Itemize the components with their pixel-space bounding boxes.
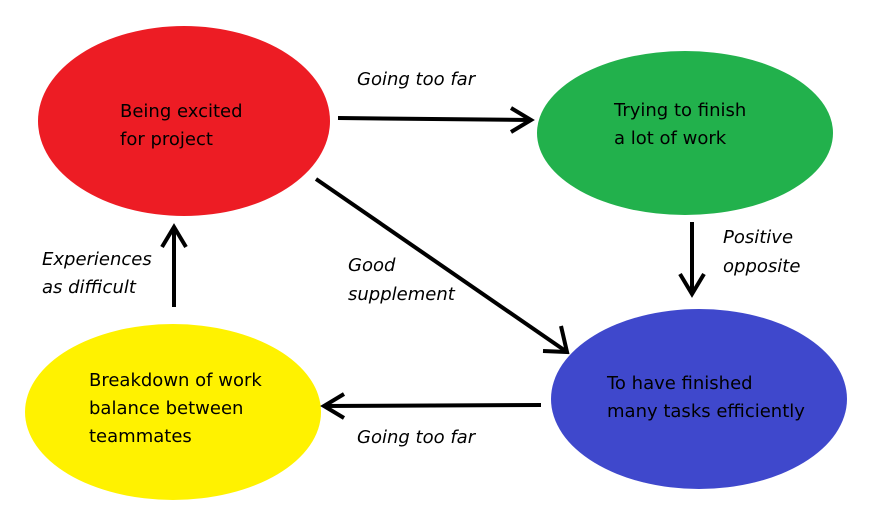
node-trying-to-finish-line-2: a lot of work: [614, 128, 727, 149]
node-breakdown-of-work-line-2: balance between: [89, 398, 243, 419]
node-finished-many-tasks-line-1: To have finished: [606, 373, 753, 394]
node-breakdown-of-work-line-1: Breakdown of work: [89, 370, 262, 391]
arrow-excited-to-finish-shaft: [337, 116, 532, 122]
edge-label-finish-to-finished-line-1: Positive: [723, 227, 793, 248]
arrow-finish-to-finished: [678, 222, 706, 298]
arrow-finish-to-finished-head: [678, 272, 706, 298]
edge-label-excited-to-finish-line-1: Going too far: [357, 69, 477, 90]
node-breakdown-of-work-shape: [25, 324, 321, 500]
svg-text:Trying to finish a lot o: Trying to finish a lot of work: [613, 100, 752, 149]
arrow-excited-to-finish-head: [509, 106, 535, 134]
edge-label-excited-to-finish: Going too far: [357, 69, 477, 90]
node-finished-many-tasks-shape: [551, 309, 847, 489]
edge-label-finish-to-finished-line-2: opposite: [723, 256, 800, 277]
edge-label-breakdown-to-excited-line-2: as difficult: [42, 277, 137, 298]
node-breakdown-of-work-line-3: teammates: [89, 426, 192, 447]
node-trying-to-finish: Trying to finish a lot of work: [537, 51, 833, 215]
node-trying-to-finish-line-1: Trying to finish: [613, 100, 746, 121]
node-being-excited-line-2: for project: [120, 129, 213, 150]
node-being-excited: Being excited for project: [38, 26, 330, 216]
arrow-excited-to-finish: [337, 106, 535, 134]
node-being-excited-line-1: Being excited: [120, 101, 243, 122]
arrow-finished-to-breakdown-head: [320, 392, 346, 420]
edge-label-breakdown-to-excited-line-1: Experiences: [42, 249, 152, 270]
edge-label-finished-to-breakdown: Going too far: [357, 427, 477, 448]
node-finished-many-tasks-line-2: many tasks efficiently: [607, 401, 805, 422]
node-finished-many-tasks: To have finished many tasks efficiently: [551, 309, 847, 489]
node-trying-to-finish-shape: [537, 51, 833, 215]
node-being-excited-shape: [38, 26, 330, 216]
arrow-breakdown-to-excited: [160, 223, 188, 307]
arrow-excited-to-finished-head: [542, 325, 570, 355]
edge-label-excited-to-finished: Good supplement: [348, 255, 456, 305]
node-breakdown-of-work: Breakdown of work balance between teamma…: [25, 324, 321, 500]
arrow-breakdown-to-excited-head: [160, 223, 188, 249]
edge-label-finished-to-breakdown-line-1: Going too far: [357, 427, 477, 448]
arrow-finished-to-breakdown-shaft: [323, 403, 542, 408]
arrow-excited-to-finished: [314, 177, 570, 355]
svg-text:Breakdown of work balanc: Breakdown of work balance between teamma…: [89, 370, 268, 447]
edge-label-excited-to-finished-line-1: Good: [348, 255, 396, 276]
edge-label-finish-to-finished: Positive opposite: [723, 227, 800, 277]
arrow-excited-to-finished-shaft: [314, 177, 569, 354]
edge-label-excited-to-finished-line-2: supplement: [348, 284, 456, 305]
svg-text:To have finished many ta: To have finished many tasks efficiently: [606, 373, 805, 422]
arrow-finished-to-breakdown: [320, 392, 542, 420]
edge-label-breakdown-to-excited: Experiences as difficult: [42, 249, 158, 298]
svg-text:Being excited for projec: Being excited for project: [120, 101, 248, 150]
